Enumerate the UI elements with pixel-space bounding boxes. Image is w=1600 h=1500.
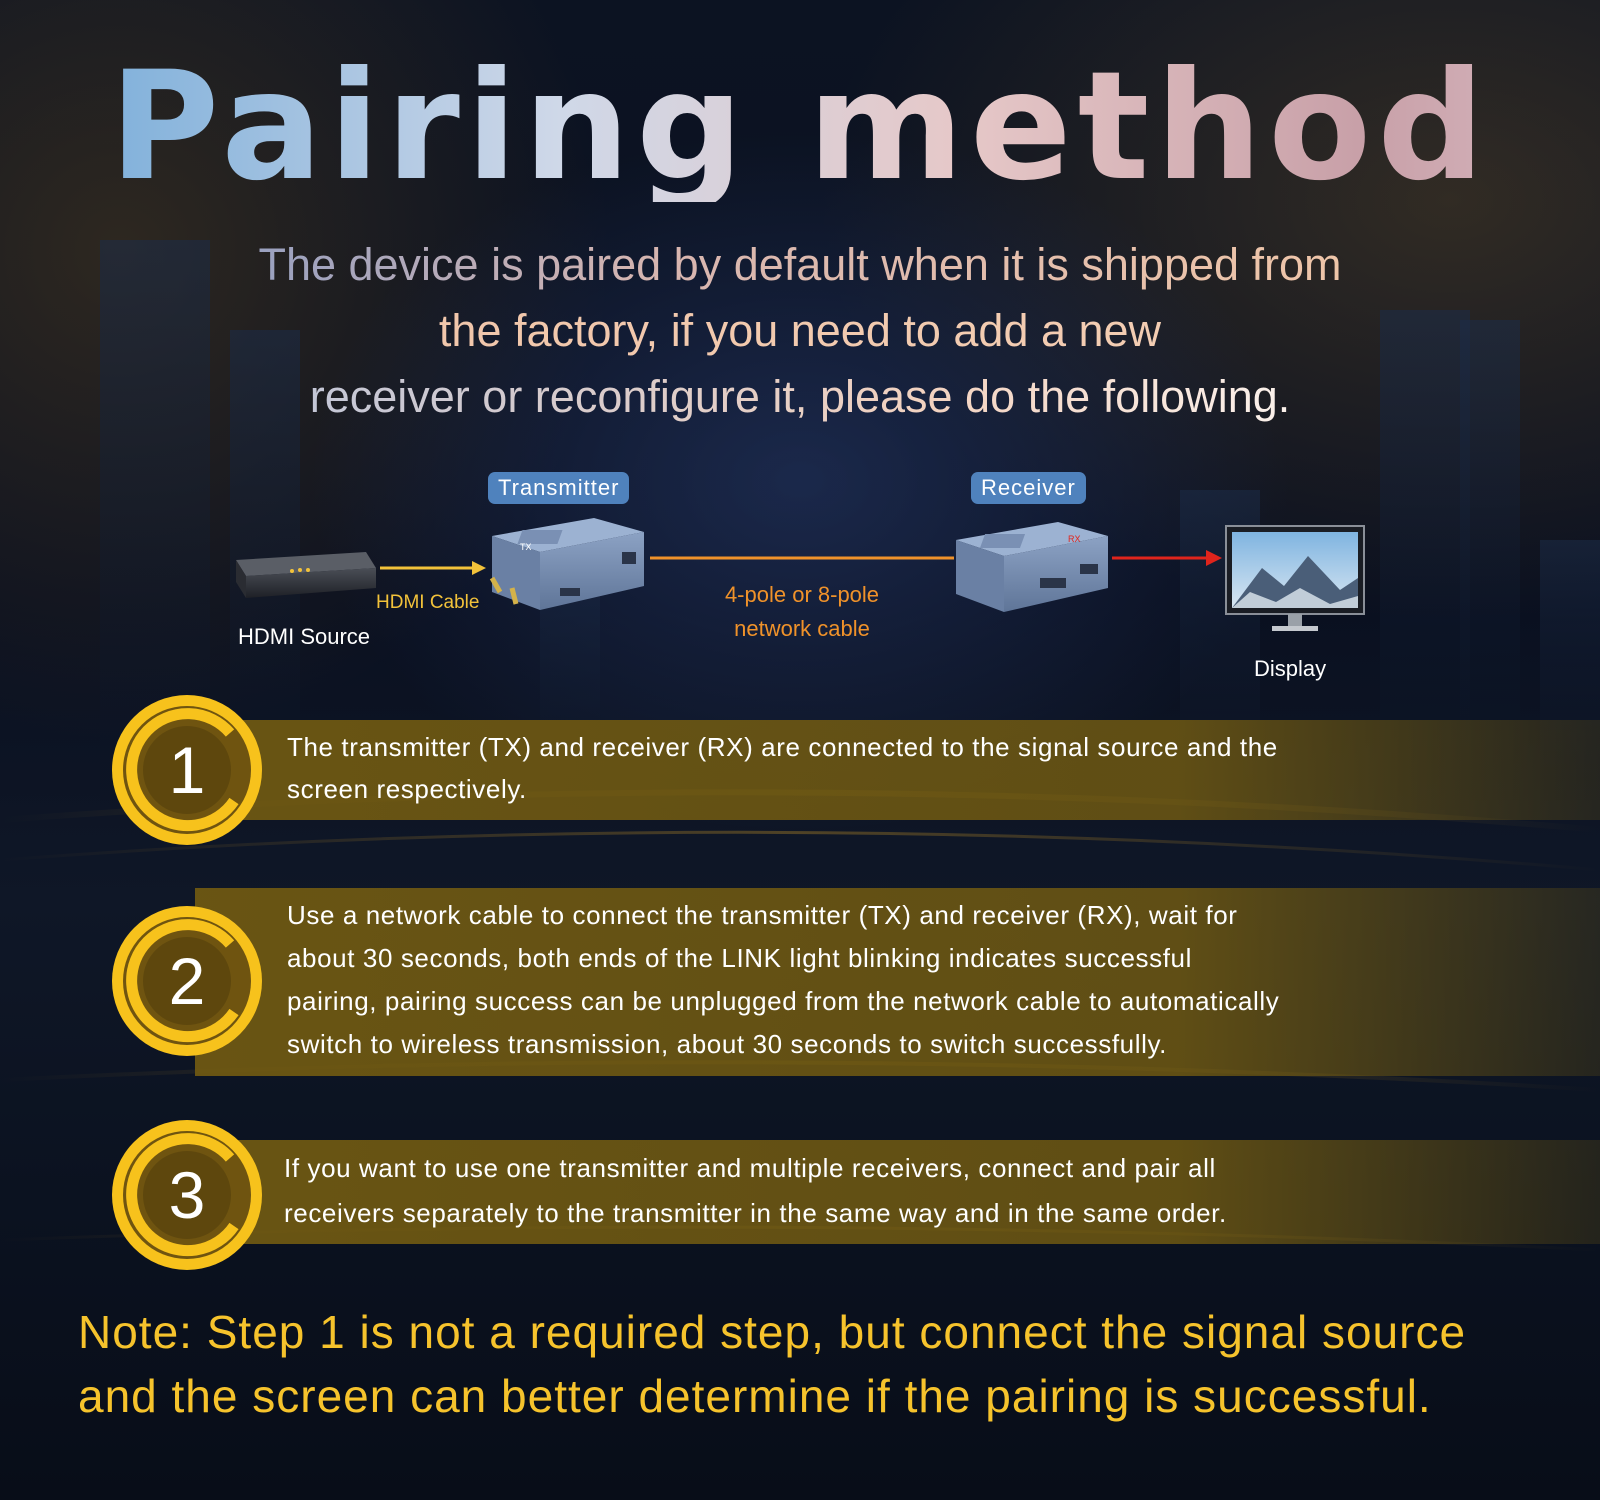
- network-cable-label-line-2: network cable: [734, 616, 870, 641]
- transmitter-tag: Transmitter: [488, 472, 630, 504]
- step-3-number: 3: [168, 1158, 206, 1232]
- tx-mark-label: TX: [520, 542, 532, 552]
- step-2: 2 Use a network cable to connect the tra…: [0, 880, 1600, 1080]
- page-title: Pairing method: [0, 52, 1600, 202]
- step-3-text: If you want to use one transmitter and m…: [284, 1146, 1364, 1236]
- step-2-text: Use a network cable to connect the trans…: [287, 894, 1367, 1066]
- step-1-number: 1: [168, 733, 206, 807]
- step-2-number: 2: [168, 944, 206, 1018]
- receiver-device-icon: RX: [956, 522, 1108, 612]
- step-1-badge-icon: [112, 695, 262, 845]
- intro-line-2: the factory, if you need to add a new: [150, 298, 1450, 364]
- step-2-line-2: about 30 seconds, both ends of the LINK …: [287, 943, 1192, 973]
- display-monitor-icon: [1225, 525, 1365, 631]
- note-line-2: and the screen can better determine if t…: [78, 1370, 1432, 1422]
- step-3-line-1: If you want to use one transmitter and m…: [284, 1153, 1216, 1183]
- step-3-line-2: receivers separately to the transmitter …: [284, 1198, 1227, 1228]
- step-2-badge-icon: [112, 906, 262, 1056]
- intro-line-1: The device is paired by default when it …: [150, 232, 1450, 298]
- step-2-line-3: pairing, pairing success can be unplugge…: [287, 986, 1280, 1016]
- step-3-badge-icon: [112, 1120, 262, 1270]
- hdmi-source-label: HDMI Source: [238, 624, 371, 649]
- connection-diagram: TX RX Transmitter Receiv: [0, 460, 1600, 700]
- receiver-tag: Receiver: [971, 472, 1086, 504]
- hdmi-source-device-icon: [236, 552, 376, 598]
- step-1-band: [195, 720, 1600, 820]
- rx-mark-label: RX: [1068, 534, 1081, 544]
- transmitter-device-icon: TX: [489, 518, 644, 610]
- step-1-text: The transmitter (TX) and receiver (RX) a…: [287, 726, 1367, 810]
- note-line-1: Note: Step 1 is not a required step, but…: [78, 1306, 1467, 1358]
- display-label: Display: [1254, 656, 1327, 681]
- hdmi-cable-arrow-icon: [380, 561, 486, 575]
- note-text: Note: Step 1 is not a required step, but…: [78, 1300, 1538, 1428]
- step-3: 3 If you want to use one transmitter and…: [0, 1110, 1600, 1280]
- step-2-line-1: Use a network cable to connect the trans…: [287, 900, 1238, 930]
- step-1-line-2: screen respectively.: [287, 774, 527, 804]
- hdmi-cable-label: HDMI Cable: [376, 592, 480, 613]
- output-arrow-icon: [1112, 550, 1222, 566]
- intro-text: The device is paired by default when it …: [150, 232, 1450, 430]
- network-cable-label: 4-pole or 8-pole network cable: [690, 578, 914, 646]
- step-1: 1 The transmitter (TX) and receiver (RX)…: [0, 690, 1600, 850]
- step-2-band: [195, 888, 1600, 1076]
- network-cable-label-line-1: 4-pole or 8-pole: [724, 582, 880, 607]
- step-3-band: [195, 1140, 1600, 1244]
- intro-line-3: receiver or reconfigure it, please do th…: [150, 364, 1450, 430]
- diagram-graphics: TX RX: [236, 518, 1365, 631]
- step-2-line-4: switch to wireless transmission, about 3…: [287, 1029, 1167, 1059]
- step-1-line-1: The transmitter (TX) and receiver (RX) a…: [287, 732, 1278, 762]
